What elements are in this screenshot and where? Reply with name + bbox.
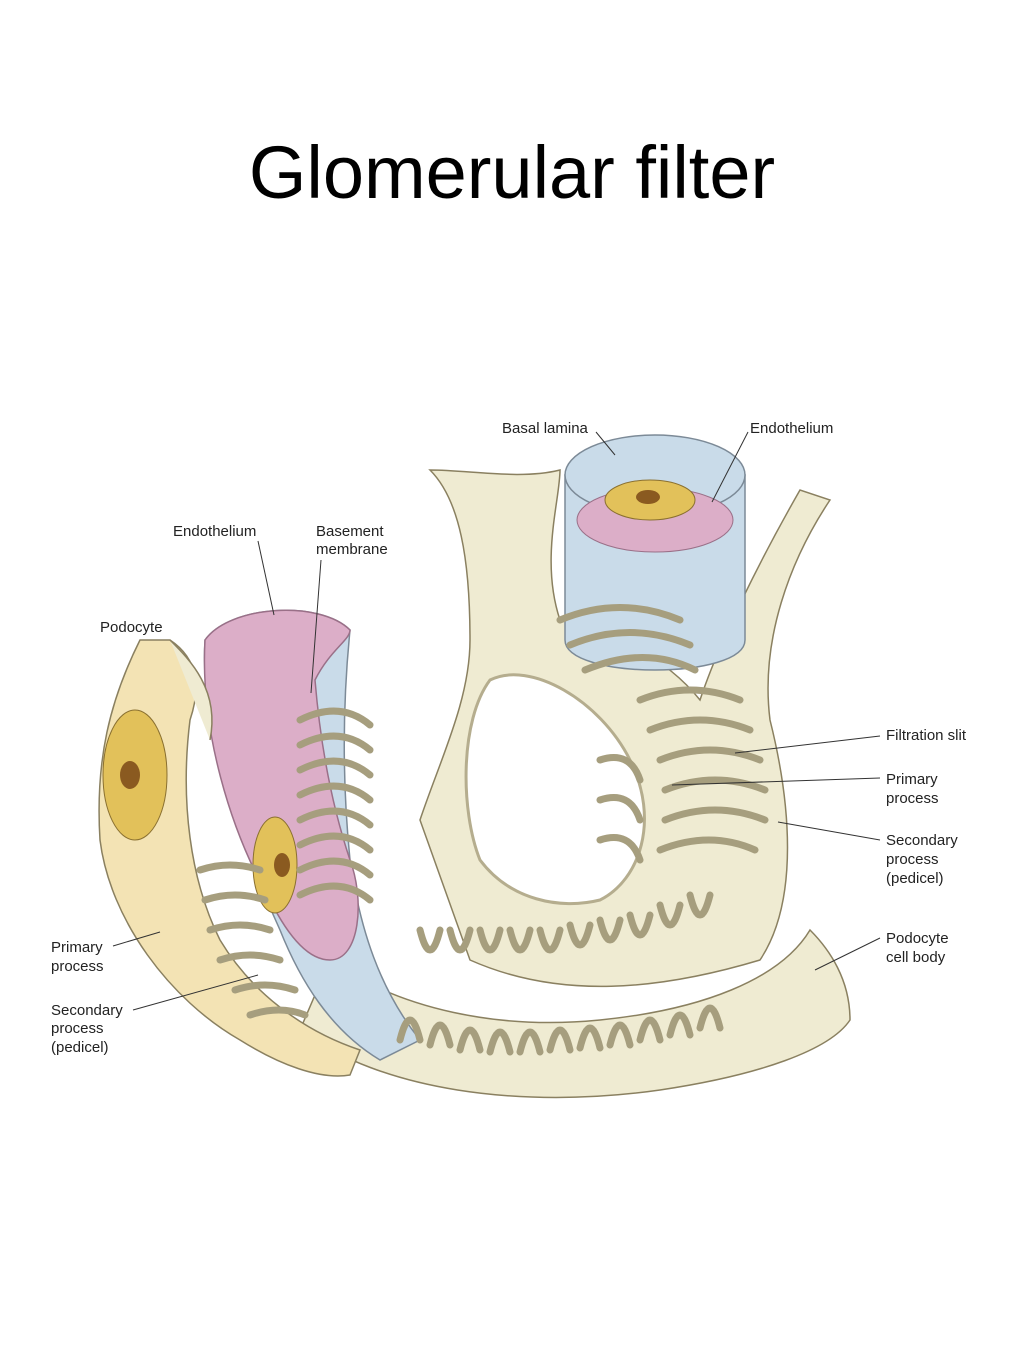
label-basement-membrane-line2: membrane — [316, 541, 388, 558]
label-endothelium-top: Endothelium — [750, 420, 833, 437]
label-podocyte: Podocyte — [100, 619, 163, 636]
label-filtration-slit: Filtration slit — [886, 727, 967, 744]
label-secondary-process-right-line2: process — [886, 851, 939, 868]
label-primary-process-right-line2: process — [886, 790, 939, 807]
podocyte-lower-arm — [299, 928, 851, 1099]
slide-title: Glomerular filter — [248, 131, 776, 214]
label-secondary-process-left-line3: (pedicel) — [51, 1039, 109, 1056]
leader-lines — [112, 431, 881, 1011]
central-opening — [464, 673, 646, 906]
label-endothelium-left: Endothelium — [173, 523, 256, 540]
label-secondary-process-left-line2: process — [51, 1020, 104, 1037]
pedicels — [196, 604, 769, 1056]
label-secondary-process-right-line3: (pedicel) — [886, 870, 944, 887]
capillary-top — [564, 434, 746, 671]
label-basal-lamina: Basal lamina — [502, 420, 589, 437]
labels: Basal lamina Endothelium Endothelium Bas… — [51, 420, 967, 1056]
label-primary-process-right-line1: Primary — [886, 771, 938, 788]
label-podocyte-cell-body-line1: Podocyte — [886, 930, 949, 947]
illustration — [98, 434, 851, 1099]
label-basement-membrane-line1: Basement — [316, 523, 384, 540]
label-primary-process-left-line2: process — [51, 958, 104, 975]
label-podocyte-cell-body-line2: cell body — [886, 949, 946, 966]
podocyte-left — [98, 639, 361, 1077]
label-secondary-process-right-line1: Secondary — [886, 832, 958, 849]
capillary-left — [203, 609, 422, 1061]
label-secondary-process-left-line1: Secondary — [51, 1002, 123, 1019]
label-primary-process-left-line1: Primary — [51, 939, 103, 956]
